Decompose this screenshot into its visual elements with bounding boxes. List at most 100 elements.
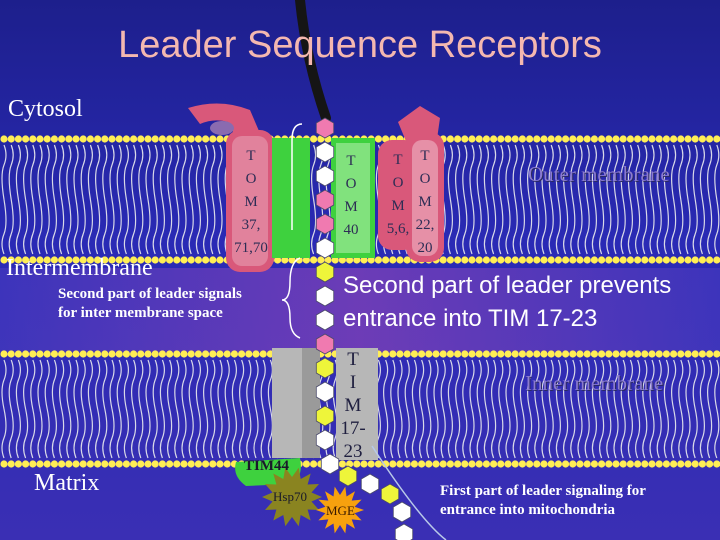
- outer-membrane-lipid-head: [475, 256, 483, 264]
- inner-membrane-lipid-head: [619, 460, 627, 468]
- inner-membrane-lipid-head: [576, 460, 584, 468]
- outer-membrane-lipid-tail: [8, 144, 14, 200]
- inner-membrane-lipid-head: [14, 350, 22, 358]
- inner-membrane-lipid-tail: [231, 408, 237, 459]
- inner-membrane-lipid-tail: [253, 359, 259, 410]
- outer-membrane-lipid-head: [396, 256, 404, 264]
- outer-membrane-lipid-tail: [51, 144, 57, 200]
- inner-membrane-lipid-tail: [498, 408, 504, 459]
- outer-membrane-lipid-head: [29, 135, 37, 143]
- inner-membrane-lipid-tail: [570, 408, 576, 459]
- inner-membrane-lipid-tail: [433, 359, 439, 410]
- outer-membrane-lipid-head: [14, 256, 22, 264]
- inner-membrane-lipid-tail: [663, 359, 669, 410]
- inner-membrane-lipid-head: [389, 350, 397, 358]
- hsp70-starburst: [262, 467, 322, 527]
- outer-membrane-lipid-tail: [8, 199, 14, 255]
- outer-membrane-lipid-head: [79, 256, 87, 264]
- outer-membrane-lipid-tail: [699, 144, 705, 200]
- inner-membrane-lipid-head: [540, 350, 548, 358]
- inner-membrane-lipid-head: [72, 460, 80, 468]
- inner-membrane-lipid-head: [238, 350, 246, 358]
- inner-membrane-lipid-head: [554, 350, 563, 358]
- outer-membrane-lipid-tail: [59, 199, 65, 255]
- tom37-70-letter: O: [245, 171, 257, 187]
- outer-membrane-lipid-head: [115, 135, 123, 143]
- inner-membrane-lipid-head: [187, 460, 195, 468]
- inner-membrane-lipid-tail: [469, 408, 475, 459]
- inner-membrane-lipid-head: [468, 460, 476, 468]
- inner-membrane-lipid-head: [115, 460, 123, 468]
- tom37-70-highlight: [232, 136, 268, 266]
- leader-residue-white: [315, 285, 335, 307]
- outer-membrane-lipid-tail: [181, 144, 187, 200]
- inner-membrane-lipid-tail: [685, 359, 691, 410]
- outer-membrane-lipid-tail: [483, 199, 489, 255]
- inner-membrane-lipid-head: [50, 350, 59, 358]
- inner-membrane-lipid-tail: [642, 359, 648, 410]
- outer-membrane-lipid-head: [187, 135, 195, 143]
- inner-membrane-lipid-tail: [217, 359, 223, 410]
- inner-membrane-lipid-tail: [15, 359, 21, 410]
- inner-membrane-lipid-head: [677, 460, 685, 468]
- inner-membrane-lipid-head: [360, 460, 368, 468]
- inner-membrane-lipid-head: [130, 350, 138, 358]
- outer-membrane-lipid-head: [389, 256, 397, 264]
- inner-membrane-lipid-head: [526, 460, 534, 468]
- inner-membrane-lipid-head: [482, 460, 490, 468]
- leader-residue-white: [392, 501, 412, 523]
- outer-membrane-lipid-tail: [498, 199, 504, 255]
- inner-membrane-lipid-tail: [570, 359, 576, 410]
- outer-membrane-lipid-tail: [692, 199, 698, 255]
- tom5-6-letter: M: [391, 198, 405, 214]
- outer-membrane-lipid-head: [533, 256, 541, 264]
- outer-membrane-lipid-head: [576, 135, 584, 143]
- inner-membrane-lipid-head: [403, 460, 411, 468]
- inner-membrane-lipid-head: [410, 350, 418, 358]
- inner-membrane-lipid-tail: [383, 408, 389, 459]
- tom5-6-letter: T: [393, 152, 403, 168]
- inner-membrane-lipid-head: [194, 460, 202, 468]
- tim17-23-letter: T: [347, 349, 359, 370]
- inner-membrane-lipid-tail: [512, 359, 518, 410]
- precursor-tail: [295, 0, 331, 123]
- leader-residue-white: [320, 453, 340, 475]
- outer-membrane-lipid-head: [706, 256, 714, 264]
- leader-residue-yellow: [338, 465, 358, 487]
- outer-membrane-lipid-tail: [534, 199, 540, 255]
- outer-membrane-lipid-head: [641, 256, 649, 264]
- outer-membrane-lipid-head: [86, 135, 94, 143]
- inner-membrane-lipid-tail: [656, 359, 662, 410]
- outer-membrane-lipid-head: [346, 256, 354, 264]
- outer-membrane-lipid-head: [648, 256, 656, 264]
- inner-membrane-lipid-tail: [498, 359, 504, 410]
- outer-membrane-lipid-head: [281, 256, 289, 264]
- outer-membrane-lipid-tail: [476, 144, 482, 200]
- outer-membrane-lipid-tail: [591, 199, 597, 255]
- inner-membrane-lipid-tail: [80, 408, 86, 459]
- inner-membrane-lipid-tail: [541, 408, 547, 459]
- outer-membrane-lipid-head: [504, 135, 512, 143]
- inner-membrane-lipid-tail: [440, 359, 446, 410]
- leader-residue-white: [315, 309, 335, 331]
- outer-membrane-lipid-tail: [563, 199, 569, 255]
- outer-membrane-lipid-head: [598, 256, 606, 264]
- inner-membrane-lipid-head: [655, 350, 663, 358]
- outer-membrane-lipid-head: [317, 135, 325, 143]
- tom22-20-letter: T: [420, 148, 430, 164]
- outer-membrane-lipid-tail: [462, 199, 468, 255]
- inner-membrane-lipid-head: [302, 460, 310, 468]
- inner-membrane-lipid-tail: [260, 359, 266, 410]
- outer-membrane-lipid-head: [374, 135, 382, 143]
- tom5-6-letter: 5,6,: [386, 221, 410, 237]
- outer-membrane-lipid-tail: [519, 144, 525, 200]
- inner-membrane-lipid-tail: [455, 408, 461, 459]
- inner-membrane-lipid-head: [245, 350, 253, 358]
- inner-membrane-lipid-head: [475, 350, 483, 358]
- inner-membrane-lipid-tail: [606, 359, 612, 410]
- outer-membrane-lipid-tail: [311, 199, 317, 255]
- inner-membrane-lipid-head: [691, 460, 699, 468]
- inner-membrane-lipid-tail: [8, 359, 14, 410]
- outer-membrane-lipid-head: [43, 256, 51, 264]
- inner-membrane-lipid-tail: [491, 408, 497, 459]
